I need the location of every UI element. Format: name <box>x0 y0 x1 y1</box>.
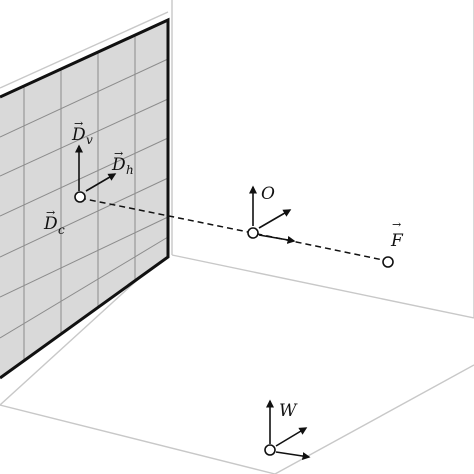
dc-main: D <box>43 214 58 234</box>
f-main: F <box>390 231 404 251</box>
o-point <box>247 227 259 239</box>
w-diag-axis-arrow <box>275 427 308 447</box>
dc-sub: c <box>58 223 65 237</box>
floor-back-edge <box>171 254 474 319</box>
origin-frame <box>247 185 296 244</box>
o-diag-axis-arrow <box>258 209 292 229</box>
f-vector-mark: → <box>392 218 401 231</box>
o-right-axis-arrow <box>258 234 296 244</box>
w-right-axis-arrow <box>275 451 311 460</box>
dv-main: D <box>71 125 86 145</box>
world-frame <box>264 399 311 460</box>
dh-vector-mark: → <box>114 147 123 160</box>
label-f: → F <box>390 218 404 251</box>
label-o: O <box>261 184 275 204</box>
w-point <box>264 444 276 456</box>
dv-vector-mark: → <box>74 117 83 130</box>
dh-axis-arrow <box>85 173 117 192</box>
dc-point <box>74 191 86 203</box>
floor-front-edge <box>0 404 276 474</box>
dc-vector-mark: → <box>46 206 55 219</box>
label-dv: → D v <box>71 117 93 147</box>
display-border <box>0 17 170 380</box>
floor-right-edge <box>274 364 474 474</box>
dv-sub: v <box>86 133 93 147</box>
label-w: W <box>279 401 298 421</box>
dh-sub: h <box>126 163 134 177</box>
display-frame <box>74 144 117 203</box>
f-point <box>382 256 394 268</box>
label-dc: → D c <box>43 206 65 237</box>
display-grid <box>0 35 169 361</box>
dh-main: D <box>111 155 126 175</box>
label-dh: → D h <box>111 147 134 177</box>
left-wall-top-edge <box>0 11 169 89</box>
